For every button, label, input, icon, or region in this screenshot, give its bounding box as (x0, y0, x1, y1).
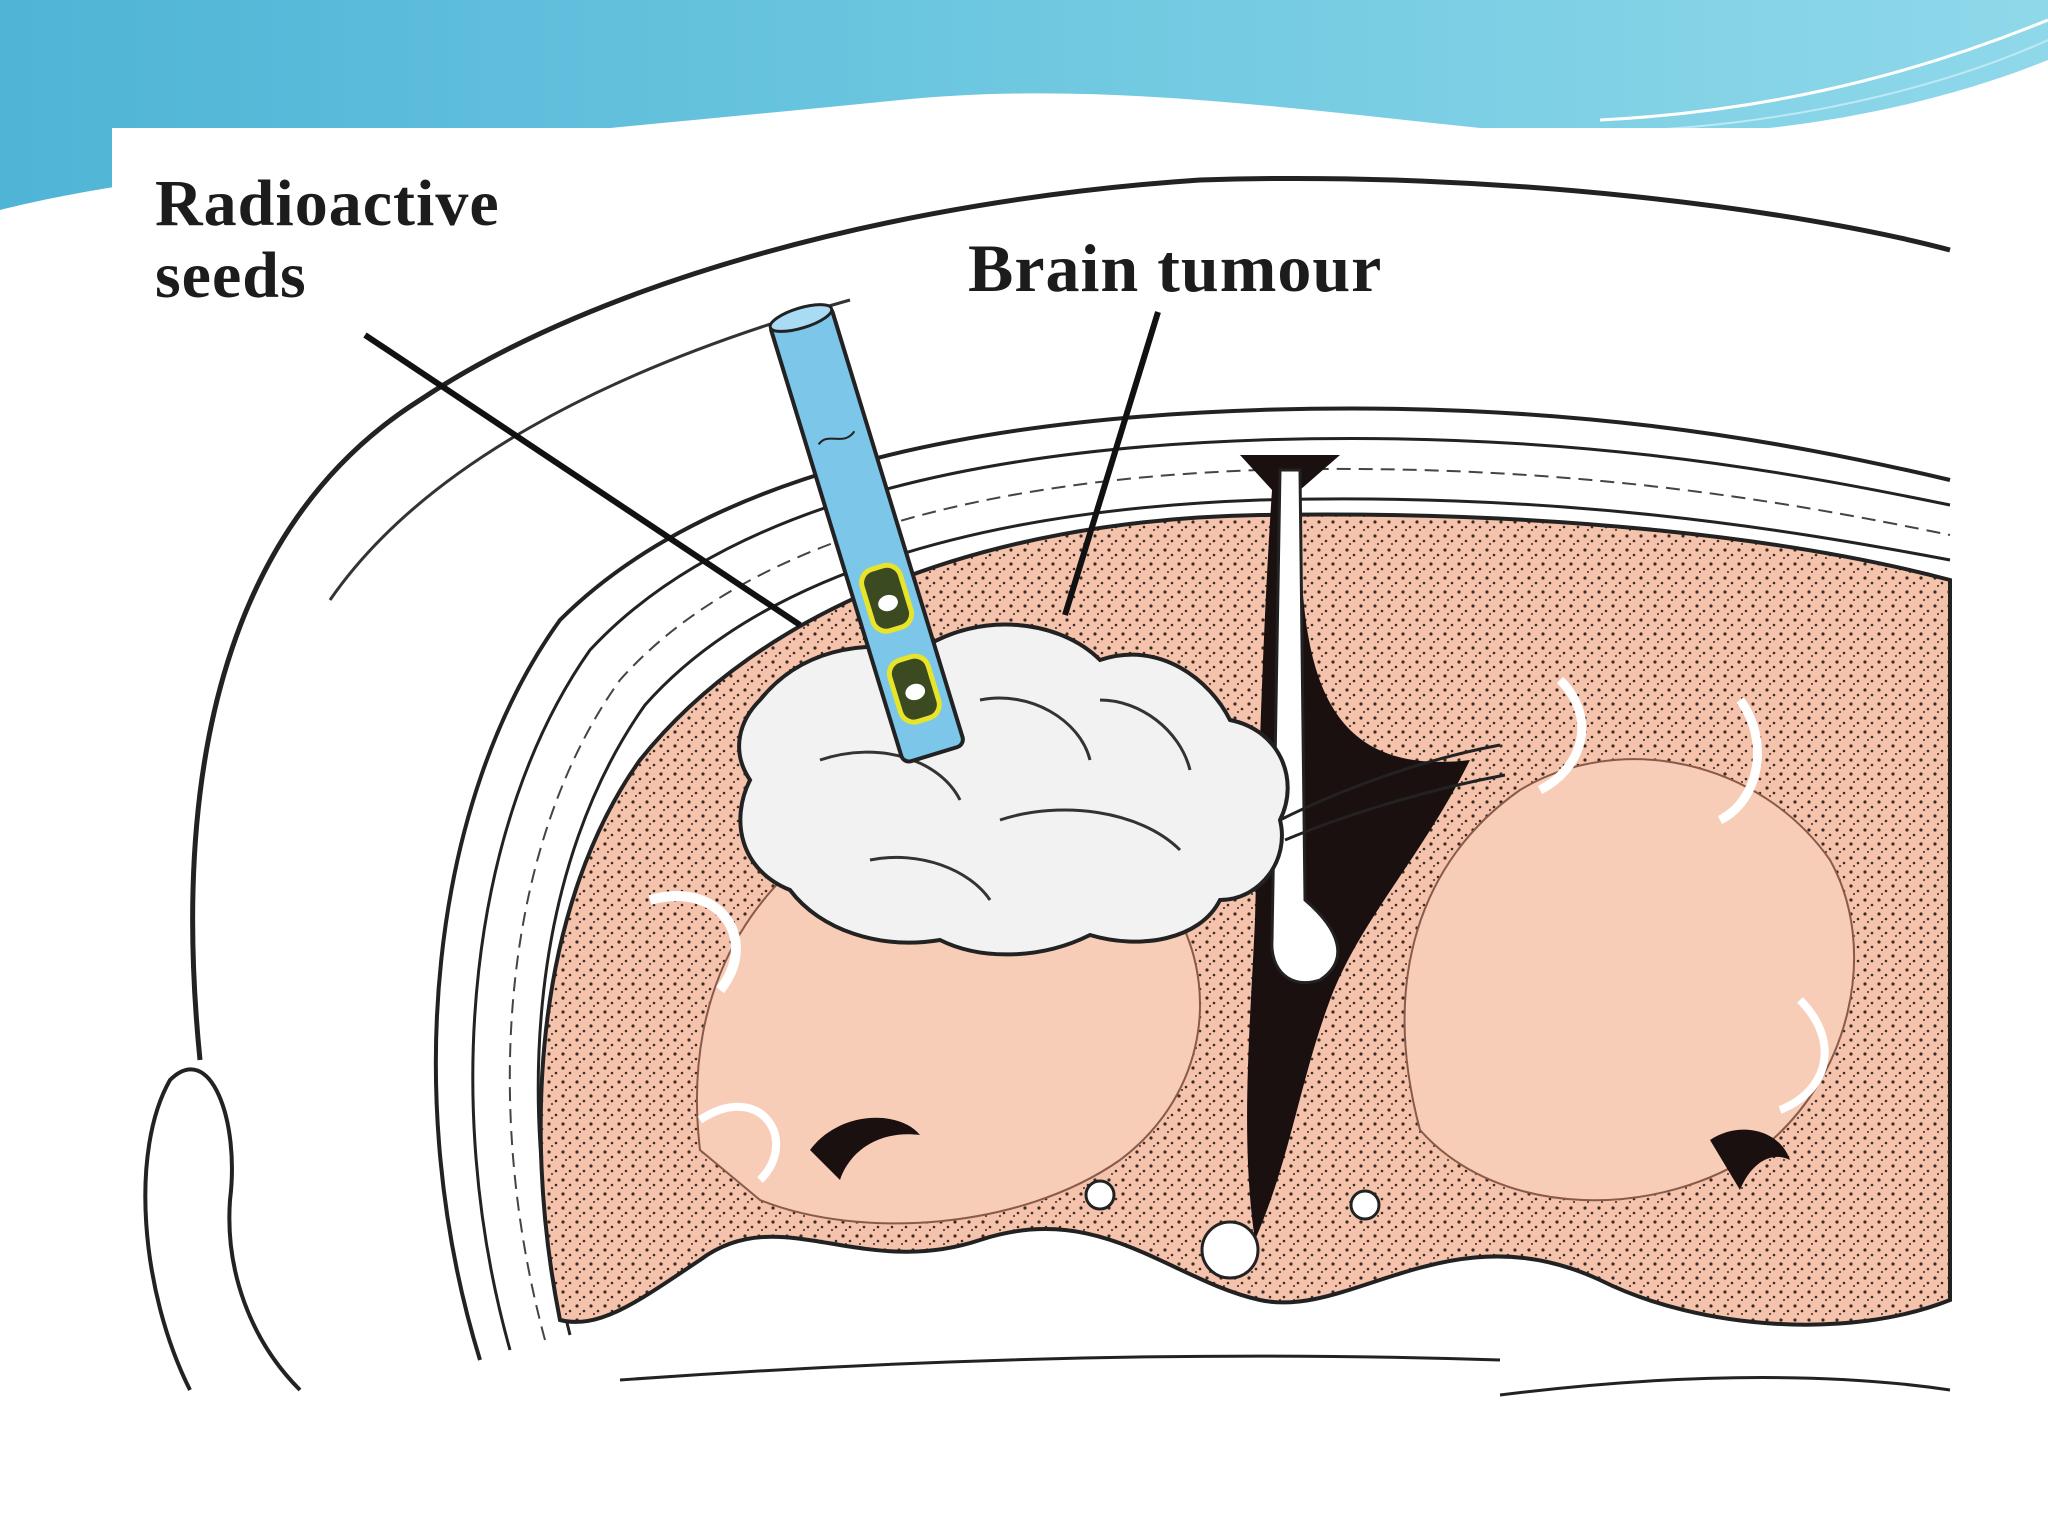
radioactive-seed (886, 653, 942, 725)
catheter (768, 303, 965, 764)
ear-outline (143, 1067, 302, 1392)
temporal-horn-right (1710, 1129, 1790, 1190)
radioactive-seeds-label: Radioactive seeds (155, 167, 500, 312)
seeds-leader-line (363, 332, 802, 628)
brain-tumour-label: Brain tumour (968, 230, 1383, 306)
radioactive-seed (859, 562, 915, 634)
brain-illustration (143, 175, 1952, 1397)
tumour (737, 622, 1290, 957)
tumour-leader-line (1062, 311, 1161, 616)
scalp-outline (190, 175, 1951, 1061)
temporal-horn-left (810, 1117, 920, 1180)
